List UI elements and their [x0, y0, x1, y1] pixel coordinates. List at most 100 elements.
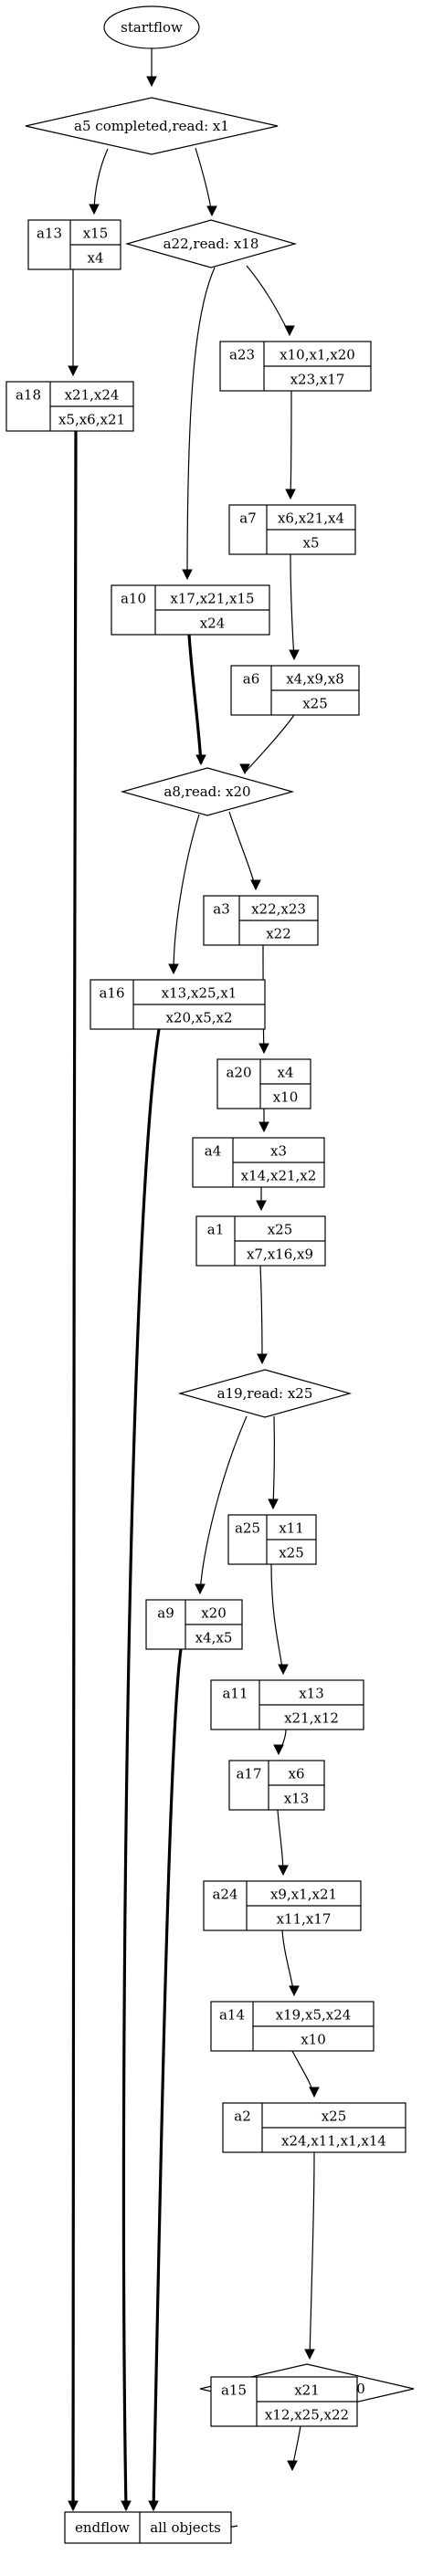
record-inputs: x4: [277, 1065, 293, 1081]
edge-7: [290, 553, 295, 659]
record-name: a25: [235, 1520, 260, 1537]
record-outputs: x25: [302, 696, 328, 712]
record-outputs: x11,x17: [277, 1911, 332, 1928]
record-outputs: x22: [266, 926, 291, 942]
arrow-head-12: [258, 1043, 269, 1055]
record-name: a17: [236, 1766, 261, 1782]
edge-18: [270, 1563, 284, 1674]
decision-diamond: [177, 1369, 353, 1418]
edge-25: [70, 430, 78, 2510]
record-name: a16: [99, 985, 124, 1002]
edge-11: [228, 811, 257, 889]
record-name: a11: [222, 1686, 248, 1702]
arrow-head-11: [250, 879, 261, 891]
edge-6: [290, 390, 292, 499]
arrow-head-14: [256, 1200, 267, 1212]
record-inputs: x25: [322, 2108, 347, 2125]
edge-21: [281, 1929, 295, 1995]
arrow-head-25: [68, 2500, 79, 2512]
record-outputs: x23,x17: [290, 372, 345, 388]
decision-diamond: [25, 97, 279, 155]
record-name: a4: [205, 1143, 222, 1160]
decision-diamond: [120, 767, 295, 816]
record-name: a10: [121, 591, 146, 607]
record-a7: a7 x6,x21,x4 x5: [228, 504, 356, 555]
arrow-head-2: [206, 205, 217, 217]
record-name: a6: [243, 671, 260, 688]
record-inputs: x20: [201, 1605, 227, 1622]
all-objects-label: all objects: [150, 2519, 221, 2536]
decision-d3: a8,read: x20: [120, 767, 295, 816]
record-a15: a15 x21 x12,x25,x22: [210, 2376, 358, 2427]
record-outputs: x5,x6,x21: [58, 412, 125, 428]
record-name: a1: [207, 1222, 225, 1238]
record-inputs: x15: [83, 226, 109, 242]
record-a1: a1 x25 x7,x16,x9: [195, 1215, 326, 1267]
record-name: a2: [234, 2108, 251, 2125]
record-outputs: x13: [284, 1791, 310, 1807]
edge-10: [173, 814, 200, 973]
arrow-head-23: [304, 2349, 315, 2360]
record-outputs: x4: [87, 250, 103, 267]
record-outputs: x10: [273, 1089, 299, 1106]
record-inputs: x11: [279, 1520, 304, 1537]
edge-8: [187, 634, 203, 764]
edge-20: [277, 1809, 284, 1875]
record-inputs: x22,x23: [251, 901, 306, 918]
record-inputs: x10,x1,x20: [280, 347, 355, 363]
record-inputs: x6: [288, 1766, 304, 1782]
edge-26: [121, 1028, 161, 2510]
edge-2: [195, 147, 213, 216]
arrow-head-0: [146, 76, 157, 88]
record-name: a18: [16, 387, 41, 404]
edge-1: [93, 148, 109, 214]
record-name: a7: [239, 510, 257, 527]
arrow-head-7: [289, 649, 300, 661]
edge-16: [199, 1415, 248, 1593]
arrow-head-13: [258, 1121, 269, 1133]
record-a17: a17 x6 x13: [228, 1760, 325, 1811]
edge-4: [186, 267, 216, 579]
record-outputs: x10: [301, 2032, 326, 2048]
arrow-head-17: [268, 1498, 279, 1510]
record-name: a15: [221, 2382, 247, 2399]
arrow-head-21: [289, 1985, 300, 1997]
end-box: [64, 2511, 232, 2544]
record-a23: a23 x10,x1,x20 x23,x17: [219, 341, 372, 392]
record-inputs: x21: [294, 2382, 320, 2399]
record-outputs: x5: [302, 535, 319, 552]
record-outputs: x7,x16,x9: [247, 1246, 313, 1263]
decision-label: a22,read: x18: [164, 236, 259, 252]
arrow-head-5: [284, 325, 295, 337]
decision-label: a19,read: x25: [217, 1385, 313, 1402]
record-outputs: x4,x5: [195, 1630, 233, 1646]
start-ellipse: [103, 5, 200, 49]
record-outputs: x14,x21,x2: [241, 1168, 317, 1184]
record-name: a14: [219, 2007, 245, 2024]
record-outputs: x25: [279, 1545, 304, 1561]
record-inputs: x6,x21,x4: [278, 510, 344, 527]
arrow-head-9: [239, 763, 250, 775]
record-outputs: x12,x25,x22: [265, 2407, 349, 2424]
arrow-head-24: [287, 2460, 298, 2472]
record-inputs: x13: [299, 1686, 324, 1702]
record-name: a3: [213, 901, 230, 918]
arrow-head-26: [121, 2500, 132, 2512]
record-a3: a3 x22,x23 x22: [203, 895, 319, 946]
edge-17: [272, 1415, 276, 1509]
arrow-head-19: [273, 1744, 284, 1756]
record-name: a13: [37, 226, 62, 242]
record-name: a23: [229, 347, 255, 363]
record-name: a24: [212, 1887, 237, 1903]
decision-label: a5 completed,read: x1: [74, 118, 229, 134]
record-inputs: x25: [268, 1222, 293, 1238]
